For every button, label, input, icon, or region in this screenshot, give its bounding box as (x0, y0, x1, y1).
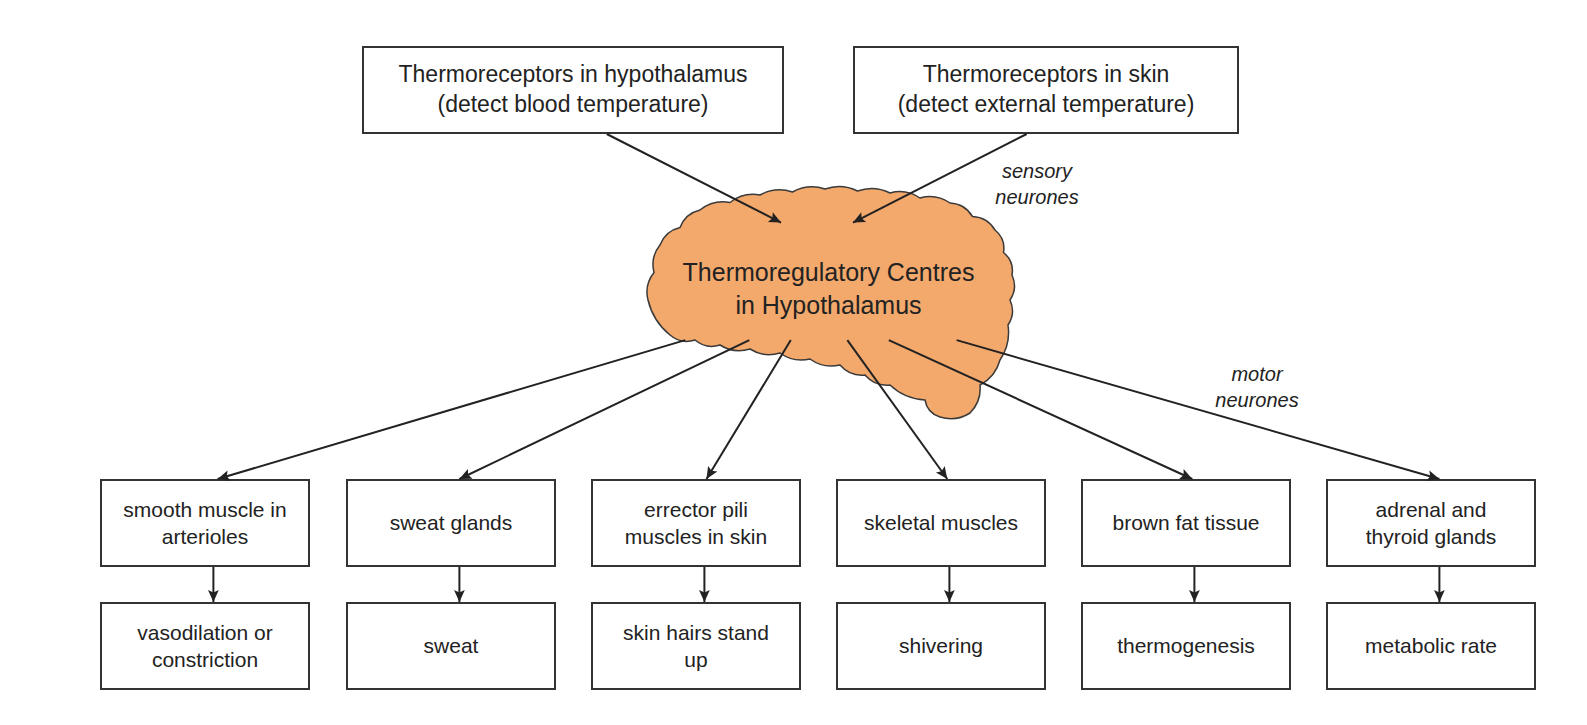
neurone-arrow (948, 567, 950, 602)
neurone-arrow (218, 340, 686, 479)
neurone-arrow (707, 340, 791, 479)
sensor-box: Thermoreceptors in hypothalamus (detect … (362, 46, 784, 134)
box-text: metabolic rate (1365, 632, 1497, 659)
box-text: vasodilation or constriction (122, 619, 288, 674)
response-box: vasodilation or constriction (100, 602, 310, 690)
neurone-arrow (1193, 567, 1195, 602)
response-box: sweat (346, 602, 556, 690)
response-box: thermogenesis (1081, 602, 1291, 690)
box-text: smooth muscle in arterioles (122, 496, 288, 551)
response-box: skin hairs stand up (591, 602, 801, 690)
centre-text: Thermoregulatory Centres in Hypothalamus (676, 256, 981, 321)
neurone-arrow (607, 134, 781, 223)
response-box: metabolic rate (1326, 602, 1536, 690)
control-centre-cloud: Thermoregulatory Centres in Hypothalamus (640, 185, 1017, 420)
neurone-arrow (847, 340, 947, 479)
effector-box: brown fat tissue (1081, 479, 1291, 567)
sensor-box: Thermoreceptors in skin (detect external… (853, 46, 1239, 134)
neurone-label: motor neurones (1202, 361, 1312, 413)
neurone-arrow (458, 567, 460, 602)
box-text: adrenal and thyroid glands (1348, 496, 1514, 551)
neurone-arrow (459, 340, 749, 479)
response-box: shivering (836, 602, 1046, 690)
effector-box: adrenal and thyroid glands (1326, 479, 1536, 567)
neurone-arrow (1438, 567, 1440, 602)
neurone-arrow (957, 340, 1440, 479)
box-text: sweat glands (390, 509, 513, 536)
box-text: thermogenesis (1117, 632, 1255, 659)
neurone-label: sensory neurones (982, 158, 1092, 210)
effector-box: errector pili muscles in skin (591, 479, 801, 567)
neurone-arrow (703, 567, 705, 602)
effector-box: skeletal muscles (836, 479, 1046, 567)
cloud-shape (647, 186, 1015, 418)
box-text: skin hairs stand up (613, 619, 779, 674)
neurone-arrow (889, 340, 1192, 479)
box-text: skeletal muscles (864, 509, 1018, 536)
box-text: Thermoreceptors in skin (detect external… (885, 60, 1207, 120)
box-text: sweat (424, 632, 479, 659)
box-text: Thermoreceptors in hypothalamus (detect … (379, 60, 767, 120)
box-text: errector pili muscles in skin (613, 496, 779, 551)
effector-box: sweat glands (346, 479, 556, 567)
neurone-arrow (212, 567, 214, 602)
effector-box: smooth muscle in arterioles (100, 479, 310, 567)
box-text: brown fat tissue (1112, 509, 1259, 536)
box-text: shivering (899, 632, 983, 659)
neurone-arrow (853, 134, 1027, 223)
